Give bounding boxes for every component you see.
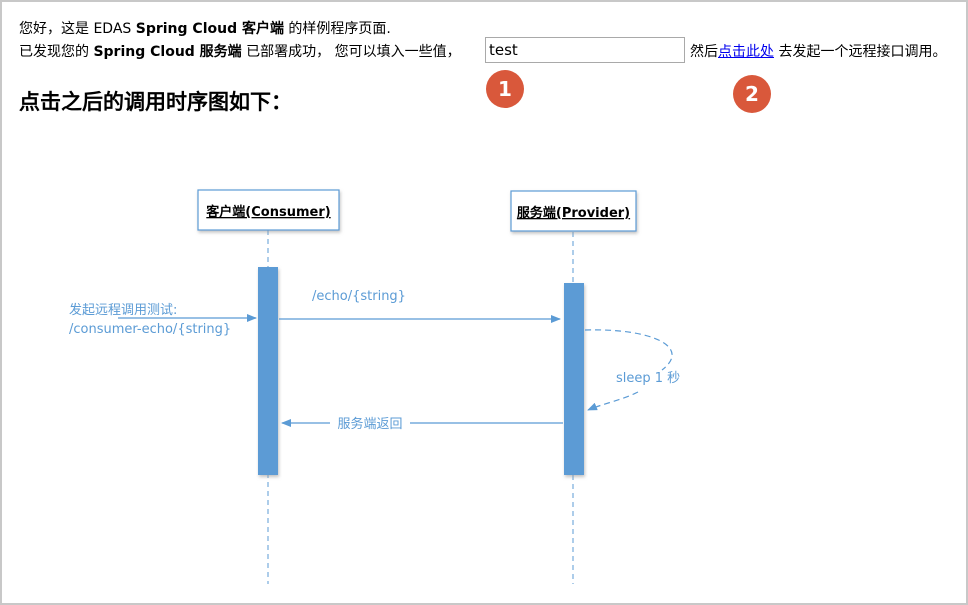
echo-label: /echo/{string} <box>312 289 406 304</box>
intro-line-3-prefix: 然后 <box>690 44 718 60</box>
consumer-activation-bar <box>258 267 278 475</box>
provider-box: 服务端(Provider) <box>510 190 637 232</box>
provider-label: 服务端(Provider) <box>517 205 630 221</box>
request-label-1: 发起远程调用测试: <box>69 302 177 318</box>
intro-line-2: 已发现您的 Spring Cloud 服务端 已部署成功， 您可以填入一些值， <box>19 41 461 61</box>
page-heading: 点击之后的调用时序图如下： <box>19 90 292 114</box>
step-badge-2: 2 <box>733 75 771 113</box>
sleep-label: sleep 1 秒 <box>616 371 680 386</box>
step-badge-1: 1 <box>486 70 524 108</box>
value-input[interactable] <box>485 37 685 63</box>
intro-line-1: 您好，这是 EDAS Spring Cloud 客户端 的样例程序页面. <box>19 18 391 38</box>
intro-line-3: 然后点击此处 去发起一个远程接口调用。 <box>690 41 946 61</box>
intro-line-2-suffix: 已部署成功， 您可以填入一些值， <box>241 44 461 60</box>
intro-line-1-prefix: 您好，这是 EDAS <box>19 21 136 37</box>
request-label-2: /consumer-echo/{string} <box>69 322 231 337</box>
intro-line-1-bold: Spring Cloud 客户端 <box>135 21 284 37</box>
return-label: 服务端返回 <box>337 416 402 432</box>
intro-line-2-bold: Spring Cloud 服务端 <box>93 44 242 60</box>
consumer-label: 客户端(Consumer) <box>206 204 330 220</box>
click-here-link[interactable]: 点击此处 <box>718 44 774 60</box>
sleep-arc-bottom <box>587 391 639 411</box>
sleep-arc-top <box>584 329 673 371</box>
provider-activation-bar <box>564 283 584 475</box>
intro-line-2-prefix: 已发现您的 <box>19 44 94 60</box>
intro-line-3-suffix: 去发起一个远程接口调用。 <box>774 44 947 60</box>
intro-line-1-suffix: 的样例程序页面. <box>283 21 391 37</box>
consumer-box: 客户端(Consumer) <box>197 189 340 231</box>
